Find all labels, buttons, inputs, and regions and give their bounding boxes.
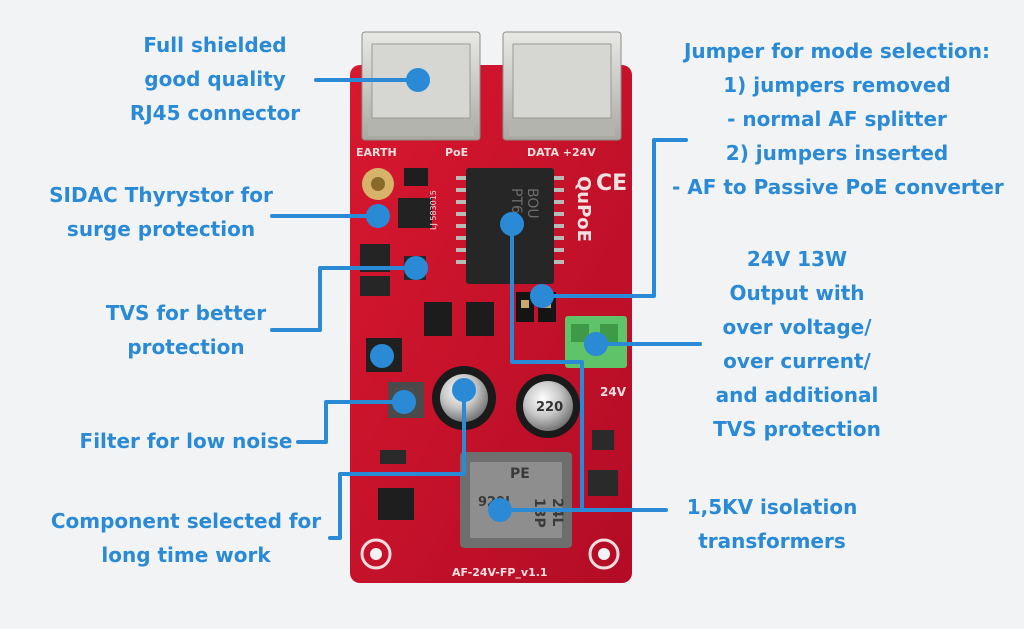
callout-dot-component bbox=[452, 378, 476, 402]
cap-value: 220 bbox=[536, 400, 563, 415]
sidac-diode-2 bbox=[398, 198, 432, 228]
silk-poe: PoE bbox=[445, 146, 468, 159]
label-output-line-2: Output with bbox=[729, 281, 865, 305]
callout-dot-rj45 bbox=[406, 68, 430, 92]
label-output-line-5: and additional bbox=[715, 383, 879, 407]
callout-line-chip bbox=[510, 222, 584, 512]
electrolytic-capacitor-2: 220 bbox=[516, 374, 580, 438]
label-jumper-line-5: - AF to Passive PoE converter bbox=[672, 175, 1004, 199]
label-filter: Filter for low noise bbox=[78, 424, 294, 458]
label-rj45-line-3: RJ45 connector bbox=[129, 101, 301, 125]
label-output: 24V 13W Output with over voltage/ over c… bbox=[704, 242, 890, 446]
label-component-line-1: Component selected for bbox=[50, 509, 322, 533]
smd-diode-lower bbox=[360, 276, 390, 296]
smd-part-1 bbox=[380, 450, 406, 464]
mosfet-2 bbox=[466, 302, 494, 336]
label-rj45-line-1: Full shielded bbox=[143, 33, 287, 57]
label-sidac-line-1: SIDAC Thyrystor for bbox=[49, 183, 273, 207]
label-isolation: 1,5KV isolation transformers bbox=[672, 490, 872, 558]
isolation-transformer: PE 13P 24L 929J bbox=[460, 452, 572, 548]
callout-dot-output bbox=[584, 332, 608, 356]
label-filter-line-1: Filter for low noise bbox=[79, 429, 293, 453]
mounting-hole-left bbox=[360, 538, 392, 570]
silk-data: DATA +24V bbox=[527, 146, 596, 159]
label-isolation-line-2: transformers bbox=[698, 529, 846, 553]
chip-text-2: PT6 bbox=[508, 188, 524, 214]
rj45-connector-data bbox=[502, 31, 622, 141]
silk-earth: EARTH bbox=[356, 146, 397, 159]
label-jumper-line-1: Jumper for mode selection: bbox=[683, 39, 991, 63]
smd-part-3 bbox=[588, 470, 618, 496]
label-rj45-line-2: good quality bbox=[144, 67, 286, 91]
callout-line-filter bbox=[296, 400, 406, 444]
label-output-line-3: over voltage/ bbox=[722, 315, 872, 339]
label-sidac-line-2: surge protection bbox=[66, 217, 256, 241]
callout-line-tvs bbox=[270, 266, 418, 332]
callout-line-component bbox=[328, 386, 466, 540]
mosfet-1 bbox=[424, 302, 452, 336]
smd-part-2 bbox=[592, 430, 614, 450]
label-tvs-line-1: TVS for better bbox=[105, 301, 267, 325]
callout-dot-sidac bbox=[366, 204, 390, 228]
ce-mark: CE bbox=[596, 171, 627, 196]
label-tvs: TVS for better protection bbox=[98, 296, 274, 364]
callout-lines bbox=[270, 78, 702, 540]
callout-dot-tvs bbox=[404, 256, 428, 280]
label-output-line-1: 24V 13W bbox=[746, 247, 848, 271]
label-jumper-line-4: 2) jumpers inserted bbox=[725, 141, 949, 165]
silk-24v: 24V bbox=[600, 385, 627, 399]
callout-dot-jumper bbox=[530, 284, 554, 308]
callout-dot-chip bbox=[500, 212, 524, 236]
label-rj45: Full shielded good quality RJ45 connecto… bbox=[120, 28, 310, 130]
xfmr-text-2: 13P bbox=[531, 498, 547, 528]
callout-dot-filter bbox=[392, 390, 416, 414]
label-component: Component selected for long time work bbox=[46, 504, 326, 572]
label-output-line-6: TVS protection bbox=[713, 417, 881, 441]
chip-text-1: BOU bbox=[524, 188, 540, 219]
label-component-line-2: long time work bbox=[101, 543, 271, 567]
callout-dots bbox=[366, 68, 608, 522]
label-jumper: Jumper for mode selection: 1) jumpers re… bbox=[672, 34, 1004, 204]
label-jumper-line-2: 1) jumpers removed bbox=[723, 73, 951, 97]
xfmr-text-1: PE bbox=[510, 466, 530, 482]
callout-dot-inductor-1 bbox=[370, 344, 394, 368]
xfmr-text-3: 24L bbox=[549, 498, 565, 526]
label-sidac: SIDAC Thyrystor for surge protection bbox=[46, 178, 276, 246]
silk-model: AF-24V-FP_v1.1 bbox=[452, 566, 548, 579]
sidac-diode-1 bbox=[404, 168, 428, 186]
mounting-hole-right bbox=[588, 538, 620, 570]
label-isolation-line-1: 1,5KV isolation bbox=[686, 495, 858, 519]
silk-brand: QuPoE bbox=[573, 176, 594, 242]
callout-dot-isolation bbox=[488, 498, 512, 522]
label-output-line-4: over current/ bbox=[723, 349, 871, 373]
date-code: LJ 583015 bbox=[429, 190, 438, 230]
label-jumper-line-3: - normal AF splitter bbox=[727, 107, 947, 131]
controller-ic bbox=[378, 488, 414, 520]
callout-line-jumper bbox=[540, 138, 688, 298]
earth-screw-pad bbox=[362, 168, 394, 200]
label-tvs-line-2: protection bbox=[127, 335, 245, 359]
